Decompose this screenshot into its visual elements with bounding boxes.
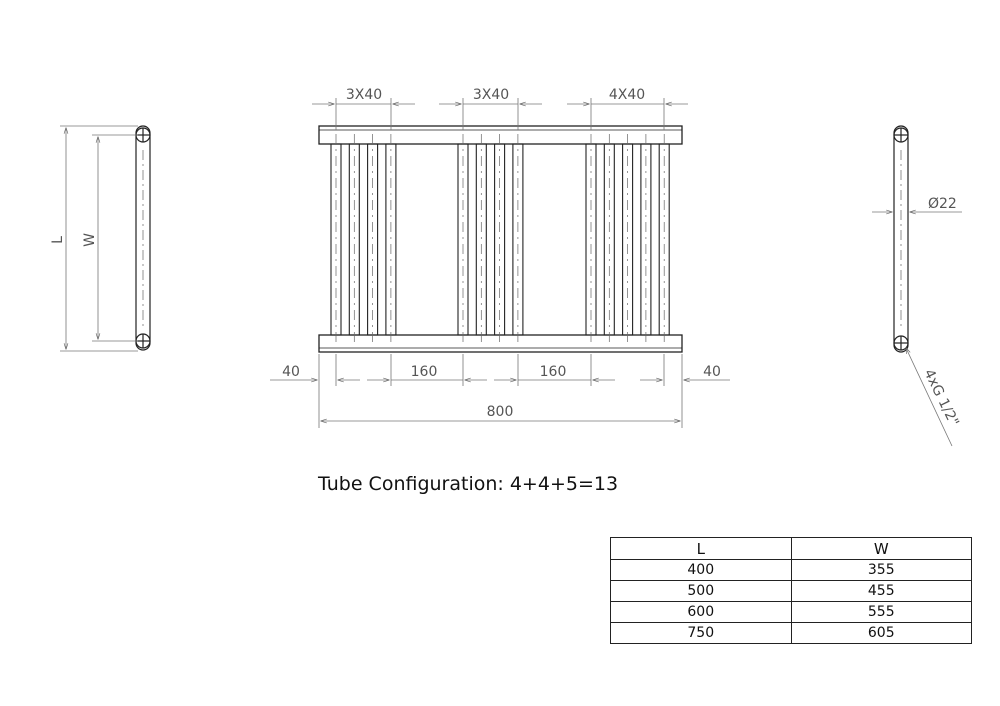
table-cell: 400 xyxy=(610,559,792,581)
tube-configuration-caption: Tube Configuration: 4+4+5=13 xyxy=(318,473,619,495)
table-cell: 600 xyxy=(610,601,792,623)
table-cell: 455 xyxy=(790,580,972,602)
tube-diameter: Ø22 xyxy=(928,196,957,212)
table-header-row: L W xyxy=(610,537,972,560)
left-dimension-lines xyxy=(60,125,138,352)
table-cell: 555 xyxy=(790,601,972,623)
table-row: 600 555 xyxy=(610,601,972,623)
table-cell: 500 xyxy=(610,580,792,602)
table-cell: 355 xyxy=(790,559,972,581)
table-row: 500 455 xyxy=(610,580,972,602)
connection-label: 4xG 1/2" xyxy=(920,367,961,429)
left-margin-dimension: 40 xyxy=(282,364,300,380)
header-length: L xyxy=(610,537,792,560)
header-width: W xyxy=(790,537,972,560)
right-margin-dimension: 40 xyxy=(703,364,721,380)
width-label: W xyxy=(82,233,98,247)
right-side-view xyxy=(893,125,909,353)
table-cell: 750 xyxy=(610,622,792,644)
left-gap-dimension: 160 xyxy=(411,364,438,380)
overall-width-dimension: 800 xyxy=(487,404,514,420)
front-dimension-lines xyxy=(270,98,730,428)
right-dimension-lines xyxy=(872,212,962,447)
left-side-view xyxy=(135,125,151,351)
right-gap-dimension: 160 xyxy=(540,364,567,380)
size-table: L W 400 355 500 455 600 555 750 605 xyxy=(610,537,972,644)
table-row: 750 605 xyxy=(610,622,972,644)
top-left-spacing: 3X40 xyxy=(346,87,382,103)
top-right-spacing: 4X40 xyxy=(609,87,645,103)
top-middle-spacing: 3X40 xyxy=(473,87,509,103)
front-view xyxy=(318,125,683,353)
table-cell: 605 xyxy=(790,622,972,644)
length-label: L xyxy=(50,236,66,244)
table-row: 400 355 xyxy=(610,559,972,581)
